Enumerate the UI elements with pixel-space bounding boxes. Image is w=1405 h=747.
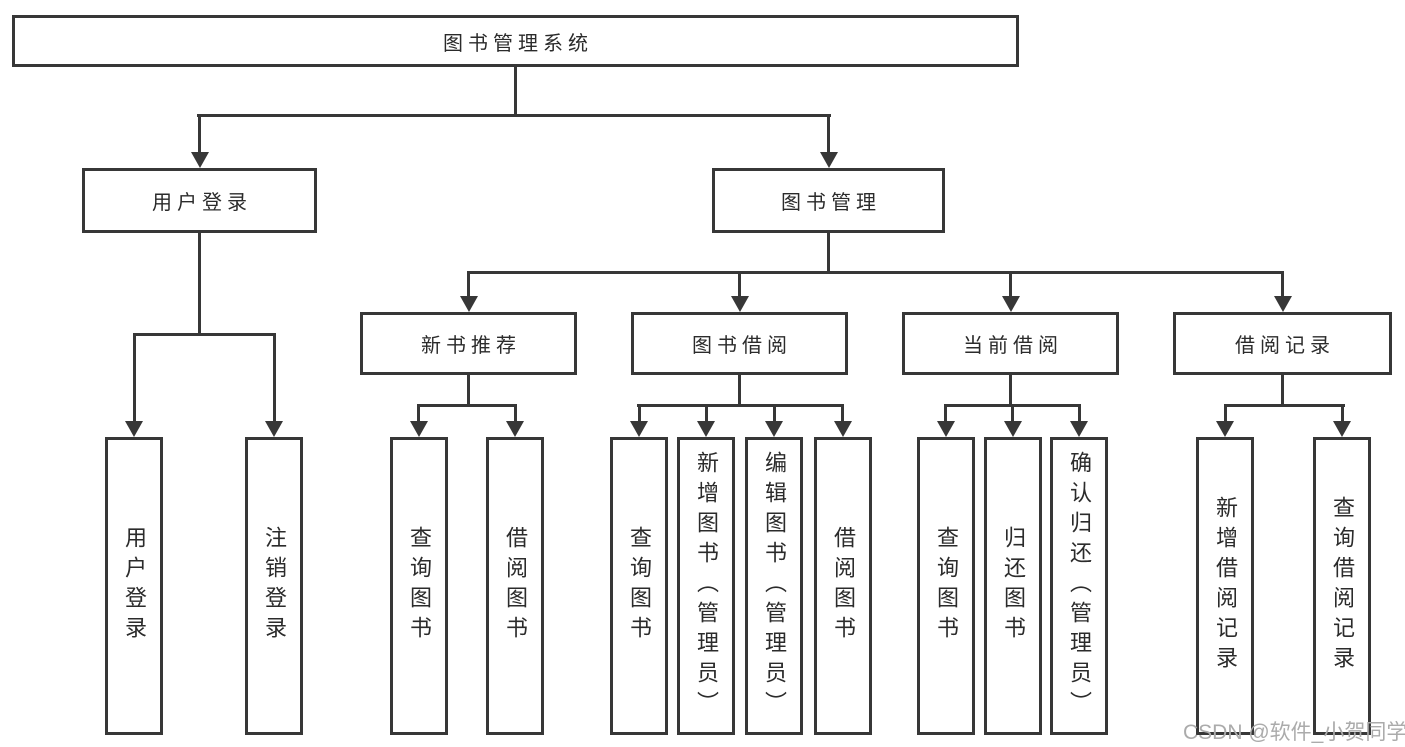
- leaf-current-confirm-admin-label: 确认归还（管理员）: [1067, 451, 1092, 721]
- leaf-borrowing-borrow-label: 借阅图书: [831, 526, 856, 646]
- leaf-current-confirm-admin: 确认归还（管理员）: [1050, 437, 1108, 735]
- leaf-borrowing-edit-admin: 编辑图书（管理员）: [745, 437, 803, 735]
- node-user-login-label: 用户登录: [152, 192, 252, 214]
- node-current-borrowing-label: 当前借阅: [963, 335, 1063, 357]
- connector-records-vline: [1281, 375, 1284, 407]
- arrowhead-g4-confirm-icon: [1070, 421, 1088, 437]
- leaf-user-login: 用户登录: [105, 437, 163, 735]
- leaf-records-add: 新增借阅记录: [1196, 437, 1254, 735]
- connector-drop-g3-edit: [773, 404, 776, 423]
- leaf-newbooks-borrow: 借阅图书: [486, 437, 544, 735]
- arrowhead-g3-edit-icon: [765, 421, 783, 437]
- connector-drop-borrowing: [738, 271, 741, 298]
- arrowhead-leaf-login-icon: [125, 421, 143, 437]
- leaf-borrowing-edit-admin-label: 编辑图书（管理员）: [762, 451, 787, 721]
- arrowhead-new-books-icon: [460, 296, 478, 312]
- node-current-borrowing: 当前借阅: [902, 312, 1119, 375]
- node-book-borrowing-label: 图书借阅: [692, 335, 792, 357]
- connector-drop-records: [1281, 271, 1284, 298]
- node-book-borrowing: 图书借阅: [631, 312, 848, 375]
- arrowhead-g3-query-icon: [630, 421, 648, 437]
- arrowhead-leaf-logout-icon: [265, 421, 283, 437]
- leaf-borrowing-query: 查询图书: [610, 437, 668, 735]
- arrowhead-records-icon: [1274, 296, 1292, 312]
- connector-drop-g2-query: [417, 404, 420, 423]
- csdn-watermark: CSDN @软件_小贺同学: [1183, 721, 1405, 744]
- arrowhead-g4-query-icon: [937, 421, 955, 437]
- leaf-logout-label: 注销登录: [262, 526, 287, 646]
- connector-root-hline: [197, 114, 831, 117]
- leaf-records-query-label: 查询借阅记录: [1330, 496, 1355, 676]
- leaf-current-query: 查询图书: [917, 437, 975, 735]
- arrowhead-g2-borrow-icon: [506, 421, 524, 437]
- leaf-current-return-label: 归还图书: [1001, 526, 1026, 646]
- arrowhead-g4-return-icon: [1004, 421, 1022, 437]
- leaf-borrowing-add-admin: 新增图书（管理员）: [677, 437, 735, 735]
- leaf-records-add-label: 新增借阅记录: [1213, 496, 1238, 676]
- node-new-book-recommend-label: 新书推荐: [421, 335, 521, 357]
- node-new-book-recommend: 新书推荐: [360, 312, 577, 375]
- leaf-user-login-label: 用户登录: [122, 526, 147, 646]
- node-book-mgmt-label: 图书管理: [781, 192, 881, 214]
- leaf-newbooks-query: 查询图书: [390, 437, 448, 735]
- connector-book-mgmt-hline: [467, 271, 1284, 274]
- connector-drop-g3-borrow: [841, 404, 844, 423]
- connector-borrowing-vline: [738, 375, 741, 407]
- connector-new-books-hline: [418, 404, 516, 407]
- connector-drop-g5-add: [1224, 404, 1227, 423]
- arrowhead-current-icon: [1002, 296, 1020, 312]
- arrowhead-borrowing-icon: [731, 296, 749, 312]
- leaf-borrowing-add-admin-label: 新增图书（管理员）: [694, 451, 719, 721]
- connector-drop-g3-add: [705, 404, 708, 423]
- arrowhead-g5-add-icon: [1216, 421, 1234, 437]
- leaf-current-return: 归还图书: [984, 437, 1042, 735]
- connector-new-books-vline: [467, 375, 470, 407]
- node-borrow-records: 借阅记录: [1173, 312, 1392, 375]
- connector-drop-book-mgmt: [827, 114, 830, 154]
- connector-current-vline: [1009, 375, 1012, 407]
- leaf-newbooks-query-label: 查询图书: [407, 526, 432, 646]
- connector-records-hline: [1224, 404, 1345, 407]
- connector-drop-g4-query: [944, 404, 947, 423]
- node-user-login: 用户登录: [82, 168, 317, 233]
- node-root: 图书管理系统: [12, 15, 1019, 67]
- connector-root-vline: [514, 67, 517, 116]
- arrowhead-book-mgmt-icon: [820, 152, 838, 168]
- connector-drop-new-books: [467, 271, 470, 298]
- connector-user-login-vline: [198, 233, 201, 335]
- connector-drop-g4-return: [1011, 404, 1014, 423]
- leaf-borrowing-query-label: 查询图书: [627, 526, 652, 646]
- connector-book-mgmt-vline: [827, 233, 830, 274]
- arrowhead-user-login-icon: [191, 152, 209, 168]
- connector-user-login-hline: [133, 333, 276, 336]
- node-book-mgmt: 图书管理: [712, 168, 945, 233]
- arrowhead-g3-borrow-icon: [834, 421, 852, 437]
- arrowhead-g3-add-icon: [697, 421, 715, 437]
- connector-drop-leaf-login: [133, 333, 136, 423]
- leaf-logout: 注销登录: [245, 437, 303, 735]
- connector-drop-g2-borrow: [514, 404, 517, 423]
- leaf-records-query: 查询借阅记录: [1313, 437, 1371, 735]
- leaf-borrowing-borrow: 借阅图书: [814, 437, 872, 735]
- leaf-newbooks-borrow-label: 借阅图书: [503, 526, 528, 646]
- connector-drop-g3-query: [638, 404, 641, 423]
- connector-drop-g5-query: [1341, 404, 1344, 423]
- arrowhead-g5-query-icon: [1333, 421, 1351, 437]
- connector-drop-g4-confirm: [1078, 404, 1081, 423]
- node-borrow-records-label: 借阅记录: [1235, 335, 1335, 357]
- node-root-label: 图书管理系统: [443, 32, 593, 55]
- leaf-current-query-label: 查询图书: [934, 526, 959, 646]
- arrowhead-g2-query-icon: [410, 421, 428, 437]
- connector-drop-user-login: [198, 114, 201, 154]
- connector-drop-current: [1009, 271, 1012, 298]
- connector-drop-leaf-logout: [273, 333, 276, 423]
- connector-borrowing-hline: [637, 404, 844, 407]
